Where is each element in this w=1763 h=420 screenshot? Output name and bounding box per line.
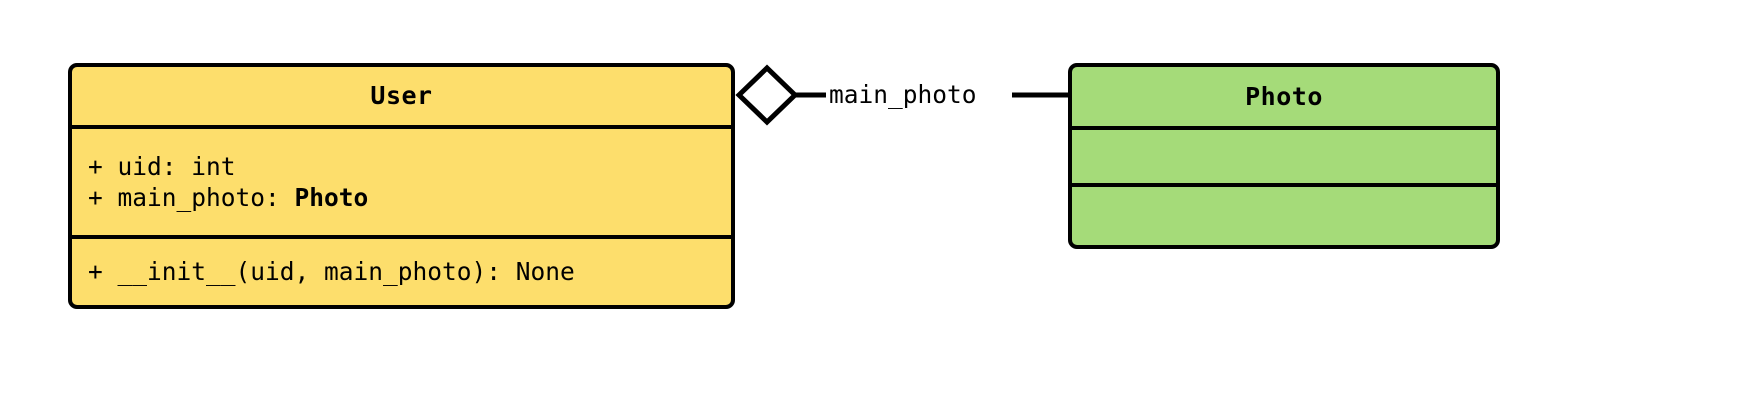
uml-attribute-main-photo-type: Photo [294, 183, 369, 212]
uml-class-photo[interactable]: Photo [1068, 63, 1500, 249]
uml-class-photo-name: Photo [1245, 81, 1323, 111]
uml-attribute-uid: + uid: int [88, 152, 236, 182]
uml-class-user-attributes-compartment: + uid: int + main_photo: Photo [72, 129, 731, 239]
uml-method-init: + __init__(uid, main_photo): None [88, 256, 575, 286]
uml-class-user-title-compartment: User [72, 67, 731, 129]
uml-relationship-label-main-photo: main_photo [826, 80, 980, 110]
aggregation-diamond-icon [735, 64, 799, 126]
uml-attribute-main-photo-prefix: + main_photo: [88, 183, 295, 212]
uml-attribute-main-photo: + main_photo: Photo [72, 183, 731, 214]
uml-class-user[interactable]: User + uid: int + main_photo: Photo + __… [68, 63, 735, 309]
uml-class-user-methods-compartment: + __init__(uid, main_photo): None [72, 239, 731, 305]
uml-relationship-user-main-photo[interactable] [730, 58, 1075, 134]
uml-class-photo-title-compartment: Photo [1072, 67, 1496, 130]
uml-class-user-name: User [370, 81, 433, 111]
uml-class-photo-attributes-compartment [1072, 130, 1496, 187]
uml-class-photo-methods-compartment [1072, 187, 1496, 241]
